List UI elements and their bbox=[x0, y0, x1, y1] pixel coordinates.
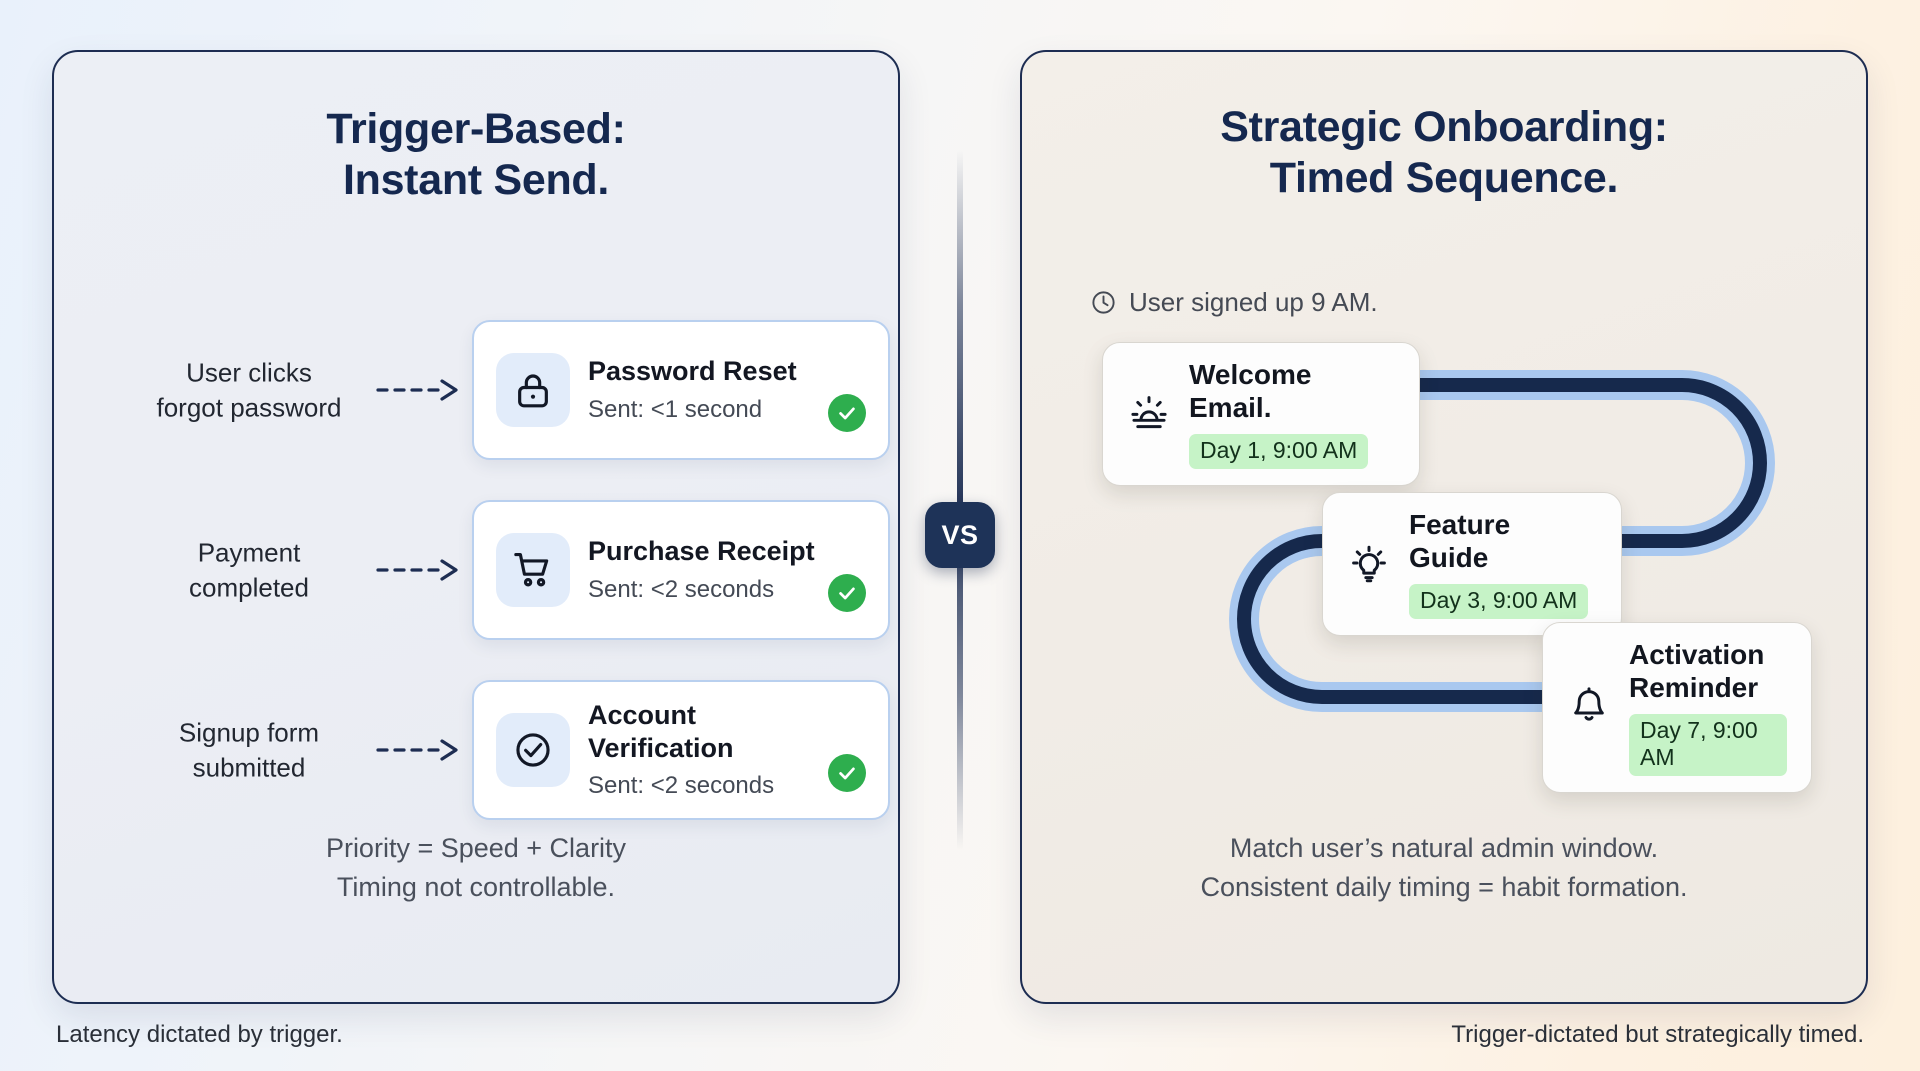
trigger-row: User clicks forgot password Passwor bbox=[54, 320, 898, 460]
sequence-card[interactable]: Welcome Email. Day 1, 9:00 AM bbox=[1102, 342, 1420, 486]
event-title: Password Reset bbox=[588, 356, 797, 387]
trigger-row: Signup form submitted Account Verificati… bbox=[54, 680, 898, 820]
sequence-body: Activation Reminder Day 7, 9:00 AM bbox=[1629, 639, 1787, 776]
left-panel-title: Trigger-Based: Instant Send. bbox=[326, 105, 626, 205]
check-circle-icon bbox=[828, 754, 866, 792]
trigger-label: Payment completed bbox=[189, 537, 309, 602]
left-caption: Latency dictated by trigger. bbox=[56, 1021, 343, 1048]
sequence-badge: Day 7, 9:00 AM bbox=[1629, 713, 1787, 776]
left-panel-footnote: Priority = Speed + Clarity Timing not co… bbox=[325, 833, 627, 902]
event-card[interactable]: Password Reset Sent: <1 second bbox=[472, 320, 890, 460]
event-title: Account Verification bbox=[588, 700, 734, 763]
event-title: Purchase Receipt bbox=[588, 536, 815, 567]
check-circle-outline-icon bbox=[496, 713, 570, 787]
sequence-badge: Day 3, 9:00 AM bbox=[1409, 583, 1589, 619]
dashed-arrow-icon bbox=[376, 559, 458, 581]
dashed-arrow-icon bbox=[376, 739, 458, 761]
sequence-body: Feature Guide Day 3, 9:00 AM bbox=[1409, 509, 1597, 619]
event-card[interactable]: Account Verification Sent: <2 seconds bbox=[472, 680, 890, 820]
right-panel-title: Strategic Onboarding: Timed Sequence. bbox=[1220, 103, 1668, 203]
event-subtitle: Sent: <2 seconds bbox=[588, 575, 775, 603]
vs-badge: VS bbox=[925, 502, 995, 568]
right-caption: Trigger-dictated but strategically timed… bbox=[1451, 1021, 1864, 1048]
trigger-label: User clicks forgot password bbox=[156, 357, 342, 422]
check-circle-icon bbox=[828, 394, 866, 432]
right-panel: Strategic Onboarding: Timed Sequence. Us… bbox=[1020, 50, 1868, 1004]
bell-icon bbox=[1563, 686, 1615, 728]
clock-icon bbox=[1092, 291, 1115, 314]
trigger-label: Signup form submitted bbox=[178, 717, 320, 782]
lightbulb-icon bbox=[1343, 543, 1395, 585]
event-subtitle: Sent: <1 second bbox=[588, 395, 763, 423]
sequence-badge: Day 1, 9:00 AM bbox=[1189, 433, 1369, 469]
right-panel-footnote: Match user’s natural admin window. Consi… bbox=[1200, 833, 1688, 902]
sunrise-icon bbox=[1123, 393, 1175, 435]
sequence-card[interactable]: Feature Guide Day 3, 9:00 AM bbox=[1322, 492, 1622, 636]
trigger-rows: User clicks forgot password Passwor bbox=[54, 320, 898, 860]
panel-divider bbox=[957, 150, 963, 850]
sequence-title: Welcome Email. bbox=[1189, 359, 1312, 423]
event-text: Account Verification Sent: <2 seconds bbox=[588, 699, 818, 801]
sequence-title: Feature Guide bbox=[1409, 509, 1511, 573]
lock-icon bbox=[496, 353, 570, 427]
event-text: Password Reset Sent: <1 second bbox=[588, 355, 818, 424]
event-card[interactable]: Purchase Receipt Sent: <2 seconds bbox=[472, 500, 890, 640]
dashed-arrow-icon bbox=[376, 379, 458, 401]
trigger-row: Payment completed Purchase Receipt bbox=[54, 500, 898, 640]
sequence-title: Activation Reminder bbox=[1629, 639, 1765, 703]
event-subtitle: Sent: <2 seconds bbox=[588, 771, 775, 799]
signup-note: User signed up 9 AM. bbox=[1090, 287, 1378, 318]
signup-note-text: User signed up 9 AM. bbox=[1129, 287, 1378, 317]
left-panel: Trigger-Based: Instant Send. User clicks… bbox=[52, 50, 900, 1004]
shopping-cart-icon bbox=[496, 533, 570, 607]
check-circle-icon bbox=[828, 574, 866, 612]
sequence-body: Welcome Email. Day 1, 9:00 AM bbox=[1189, 359, 1395, 469]
event-text: Purchase Receipt Sent: <2 seconds bbox=[588, 535, 818, 604]
sequence-card[interactable]: Activation Reminder Day 7, 9:00 AM bbox=[1542, 622, 1812, 793]
